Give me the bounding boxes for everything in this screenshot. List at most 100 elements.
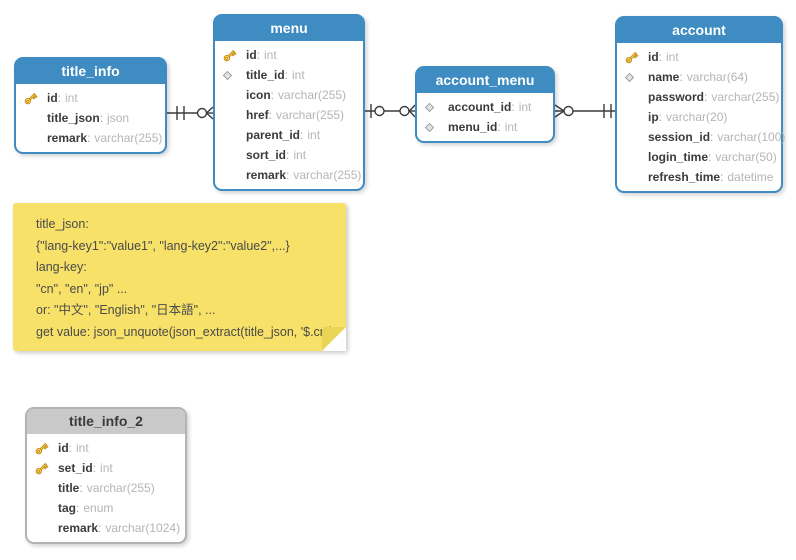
connector-menu-account-menu (365, 104, 416, 118)
column-row[interactable]: id:int (617, 47, 781, 67)
column-type: varchar(255) (711, 90, 780, 104)
column-type: varchar(255) (276, 108, 345, 122)
note-line: get value: json_unquote(json_extract(tit… (36, 324, 334, 339)
column-separator: : (511, 100, 515, 114)
column-name: login_time (648, 150, 709, 164)
column-row[interactable]: icon:varchar(255) (215, 85, 363, 105)
column-separator: : (497, 120, 501, 134)
column-row[interactable]: set_id:int (27, 458, 185, 478)
column-name: menu_id (448, 120, 498, 134)
column-row[interactable]: ip:varchar(20) (617, 107, 781, 127)
note-line: {"lang-key1":"value1", "lang-key2":"valu… (36, 238, 290, 253)
note-line: lang-key: (36, 260, 87, 274)
column-separator: : (286, 168, 290, 182)
table-title: menu (215, 16, 363, 41)
column-name: ip (648, 110, 659, 124)
column-row[interactable]: id:int (27, 438, 185, 458)
column-row[interactable]: href:varchar(255) (215, 105, 363, 125)
column-type: varchar(255) (94, 131, 163, 145)
column-type: int (666, 50, 679, 64)
column-type: varchar(100) (717, 130, 786, 144)
connector-title-info-menu (167, 106, 214, 120)
column-name: account_id (448, 100, 512, 114)
column-separator: : (704, 90, 708, 104)
column-type: int (100, 461, 113, 475)
column-row[interactable]: account_id:int (417, 97, 553, 117)
column-separator: : (79, 481, 83, 495)
key-icon (222, 48, 246, 63)
column-row[interactable]: id:int (16, 88, 165, 108)
column-name: remark (47, 131, 88, 145)
column-row[interactable]: id:int (215, 45, 363, 65)
column-type: varchar(64) (686, 70, 749, 84)
column-row[interactable]: remark:varchar(255) (16, 128, 165, 148)
column-row[interactable]: password:varchar(255) (617, 87, 781, 107)
column-separator: : (710, 130, 714, 144)
column-type: varchar(255) (293, 168, 362, 182)
column-separator: : (98, 521, 102, 535)
column-row[interactable]: remark:varchar(255) (215, 165, 363, 185)
column-name: session_id (648, 130, 711, 144)
table-title: title_info (16, 59, 165, 84)
column-separator: : (268, 108, 273, 122)
column-type: int (293, 148, 307, 162)
table-title: account_menu (417, 68, 553, 93)
column-row[interactable]: title:varchar(255) (27, 478, 185, 498)
column-row[interactable]: menu_id:int (417, 117, 553, 137)
column-type: datetime (727, 170, 774, 184)
column-row[interactable]: remark:varchar(1024) (27, 518, 185, 538)
key-icon (23, 91, 47, 106)
column-row[interactable]: login_time:varchar(50) (617, 147, 781, 167)
column-name: id (47, 91, 58, 105)
note-line: "cn", "en", "jp" ... (36, 281, 128, 296)
table-title: account (617, 18, 781, 43)
column-type: varchar(20) (666, 110, 728, 124)
sticky-note[interactable]: title_json: {"lang-key1":"value1", "lang… (13, 203, 346, 351)
column-row[interactable]: sort_id:int (215, 145, 363, 165)
column-type: int (518, 100, 532, 114)
column-row[interactable]: parent_id:int (215, 125, 363, 145)
key-icon (624, 50, 648, 65)
column-name: id (246, 48, 257, 62)
table-title: title_info_2 (27, 409, 185, 434)
sticky-note-text: title_json: {"lang-key1":"value1", "lang… (13, 203, 346, 343)
column-name: id (58, 441, 69, 455)
column-name: set_id (58, 461, 93, 475)
column-type: varchar(50) (715, 150, 777, 164)
column-name: password (648, 90, 705, 104)
column-separator: : (87, 131, 91, 145)
column-separator: : (658, 110, 663, 124)
column-separator: : (99, 111, 104, 125)
column-row[interactable]: title_json:json (16, 108, 165, 128)
column-separator: : (679, 70, 683, 84)
column-separator: : (57, 91, 62, 105)
column-row[interactable]: name:varchar(64) (617, 67, 781, 87)
column-row[interactable]: tag:enum (27, 498, 185, 518)
column-name: title_json (47, 111, 100, 125)
column-separator: : (76, 501, 80, 515)
column-row[interactable]: refresh_time:datetime (617, 167, 781, 187)
column-row[interactable]: title_id:int (215, 65, 363, 85)
column-type: int (504, 120, 518, 134)
column-name: title_id (246, 68, 285, 82)
column-separator: : (270, 88, 275, 102)
column-row[interactable]: session_id:varchar(100) (617, 127, 785, 147)
column-type: enum (83, 501, 114, 515)
column-type: int (65, 91, 78, 105)
note-line: title_json: (36, 217, 89, 231)
key-icon (34, 461, 58, 476)
column-type: int (292, 68, 305, 82)
column-name: tag (58, 501, 76, 515)
column-name: remark (58, 521, 99, 535)
column-type: json (107, 111, 130, 125)
